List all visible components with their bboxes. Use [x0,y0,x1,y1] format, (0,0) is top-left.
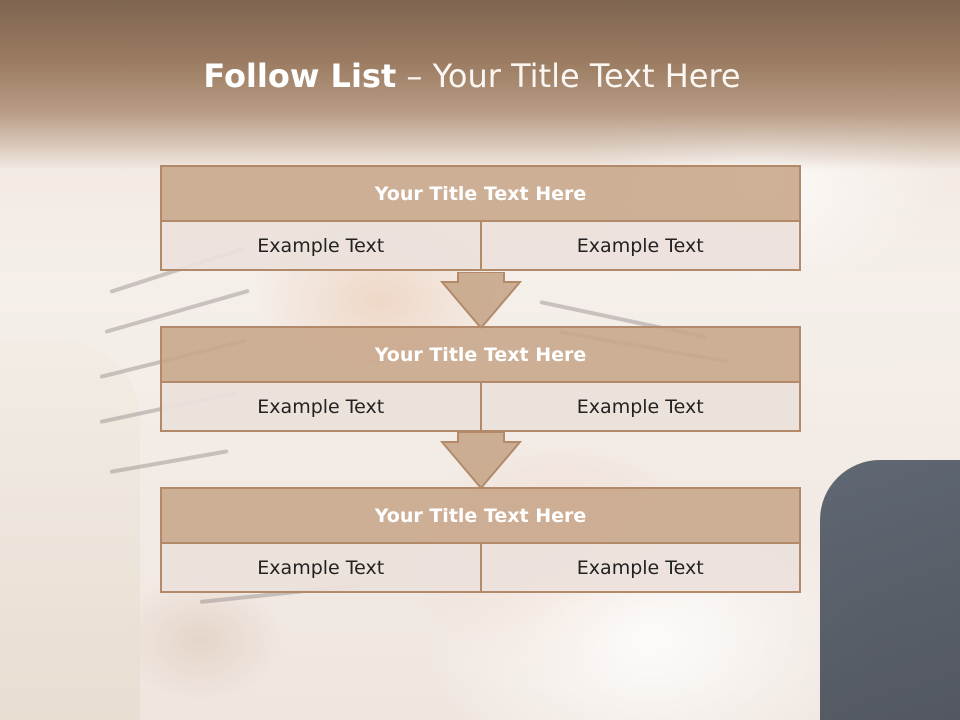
step-text-left: Example Text [160,544,482,593]
slide-title-bold: Follow List [203,57,397,95]
down-arrow-icon [440,432,522,490]
step-title: Your Title Text Here [160,487,801,544]
step-block-3: Your Title Text Here Example Text Exampl… [160,487,801,593]
step-text-right: Example Text [481,222,801,271]
slide-title: Follow List – Your Title Text Here [0,54,944,98]
sofa-arm [0,340,140,720]
step-block-2: Your Title Text Here Example Text Exampl… [160,326,801,432]
down-arrow-icon [440,272,522,330]
step-text-left: Example Text [160,383,482,432]
step-block-1: Your Title Text Here Example Text Exampl… [160,165,801,271]
step-row: Example Text Example Text [160,544,801,593]
header-band [0,0,960,170]
step-row: Example Text Example Text [160,222,801,271]
step-title: Your Title Text Here [160,326,801,383]
step-title: Your Title Text Here [160,165,801,222]
slide-title-rest: – Your Title Text Here [396,57,741,95]
step-text-right: Example Text [481,544,801,593]
step-text-right: Example Text [481,383,801,432]
step-row: Example Text Example Text [160,383,801,432]
jeans-area [820,460,960,720]
step-text-left: Example Text [160,222,482,271]
